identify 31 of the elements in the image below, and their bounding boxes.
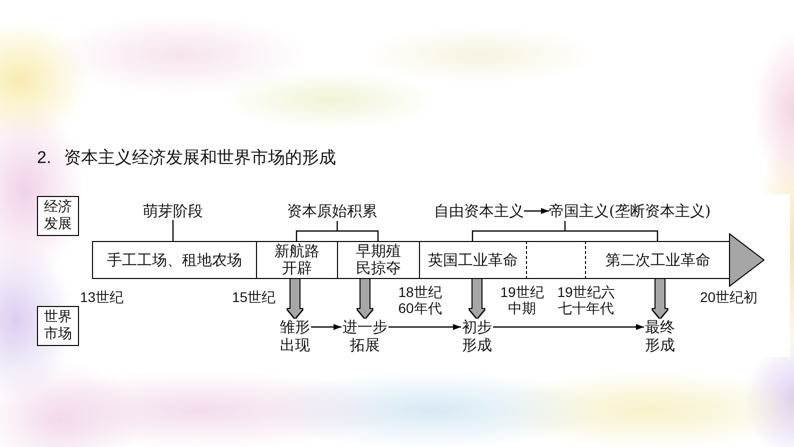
stage-label: 萌芽阶段 [143,202,203,220]
diagram-title: 2. 资本主义经济发展和世界市场的形成 [37,147,336,169]
block-arrow [358,279,372,318]
arrow [524,208,549,214]
market-stage-label: 最终形成 [644,318,676,354]
arrow [388,324,461,330]
date-label: 18世纪60年代 [397,284,443,316]
stage-label: 自由资本主义 [434,202,524,220]
leader-line [172,220,174,241]
market-stage-label: 进一步拓展 [342,318,388,354]
market-stage-label: 雏形出现 [279,318,311,354]
block-arrow [652,279,668,318]
timeline-segment: 早期殖民掠夺 [337,241,419,279]
date-label: 13世纪 [80,289,124,305]
timeline-segment [526,241,585,279]
timeline-segment: 新航路开辟 [256,241,337,279]
block-arrow [288,279,302,318]
stage-label: 资本原始积累 [287,202,377,220]
stage-label: 帝国主义(垄断资本主义) [549,202,711,220]
date-label: 15世纪 [232,289,276,305]
timeline-segment: 手工工场、租地农场 [92,241,256,279]
timeline-segment: 英国工业革命 [419,241,526,279]
date-label: 20世纪初 [700,289,758,305]
row-header: 世界市场 [37,306,79,346]
arrow [493,324,644,330]
date-label: 19世纪中期 [499,284,545,316]
arrow [311,324,342,330]
block-arrow [470,279,484,318]
market-stage-label: 初步形成 [461,318,493,354]
date-label: 19世纪六七十年代 [556,284,616,316]
row-header: 经济发展 [37,196,79,236]
